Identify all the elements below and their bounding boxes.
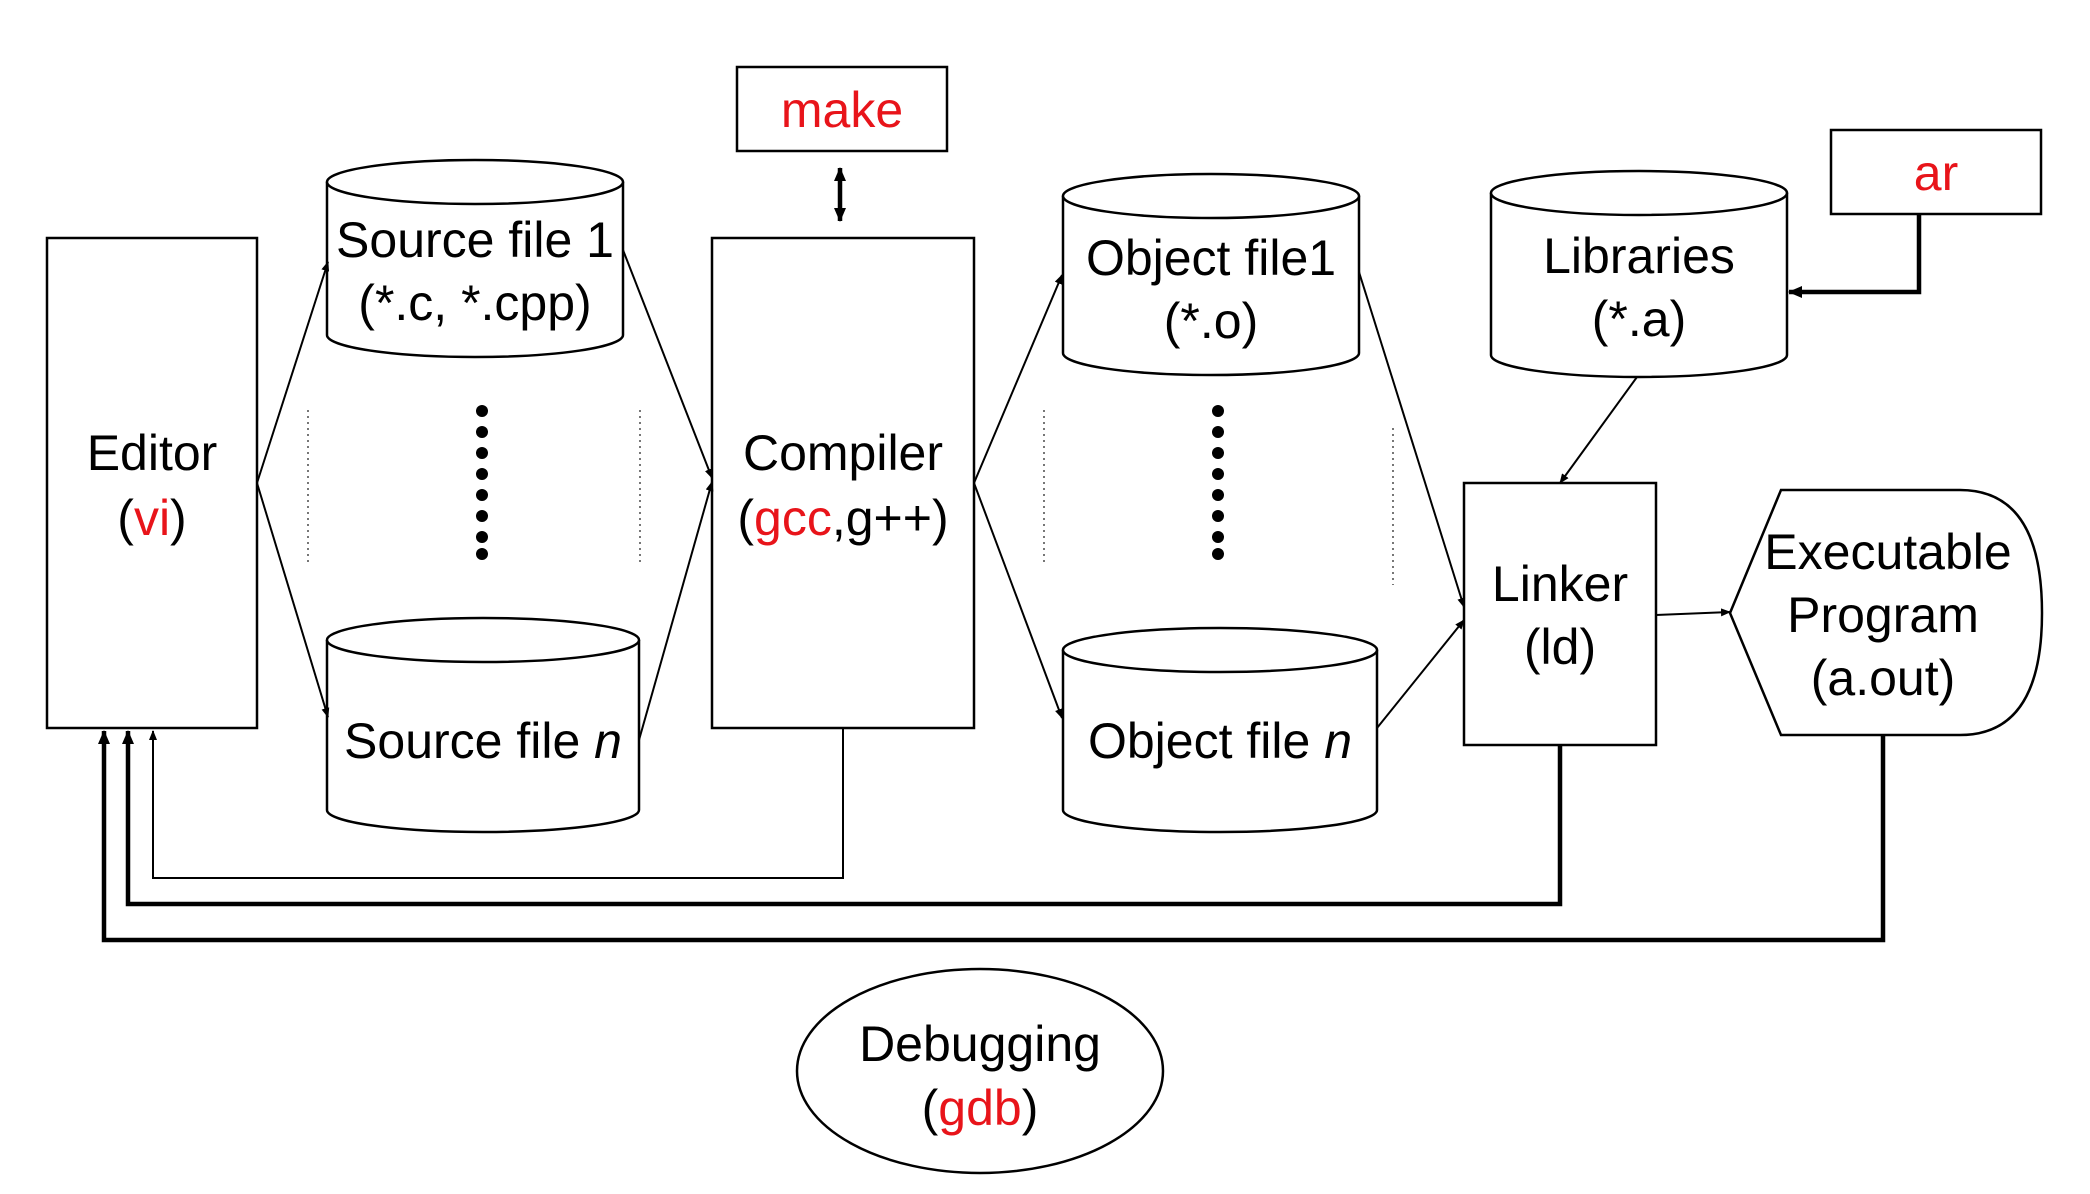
debugging-label: Debugging [859,1016,1101,1072]
program-label: Program [1787,587,1979,643]
source-file-1-ext: (*.c, *.cpp) [358,275,591,331]
object-file-1-ext: (*.o) [1164,293,1258,349]
editor-box: Editor (vi) [45,236,259,730]
compiler-label: Compiler [743,425,943,481]
object-file-1-cylinder: Object file1 (*.o) [1061,172,1361,377]
ellipsis-dots [1212,405,1224,560]
debugging-tool: (gdb) [922,1080,1039,1136]
object-file-n-cylinder: Object file n [1061,626,1379,834]
editor-tool: (vi) [117,490,186,546]
arrow-ar-to-libraries [1788,214,1922,298]
libraries-ext: (*.a) [1592,291,1686,347]
feedback-linker-to-editor [122,730,1563,907]
source-file-n-cylinder: Source file n [325,616,641,834]
arrow-editor-to-source-1 [256,261,330,484]
source-file-n-label: Source file n [344,713,622,769]
linker-tool: (ld) [1524,619,1596,675]
make-label: make [781,82,903,138]
debugging-ellipse: Debugging (gdb) [795,967,1165,1175]
ellipsis-dots [476,405,488,560]
compiler-box: Compiler (gcc,g++) [710,236,976,730]
arrow-compiler-to-object-1 [973,274,1063,484]
source-file-1-label: Source file 1 [336,212,614,268]
editor-label: Editor [87,425,218,481]
arrow-linker-to-executable [1655,608,1731,617]
arrow-libraries-to-linker [1559,376,1638,484]
object-file-1-label: Object file1 [1086,230,1336,286]
feedback-compiler-to-editor [149,728,844,879]
linker-label: Linker [1492,556,1628,612]
compiler-tool: (gcc,g++) [737,490,948,546]
arrow-object-1-to-linker [1358,271,1466,608]
arrow-object-n-to-linker [1376,619,1465,729]
make-box: make [735,65,949,153]
object-file-n-label: Object file n [1088,713,1352,769]
source-file-1-cylinder: Source file 1 (*.c, *.cpp) [325,158,625,359]
libraries-label: Libraries [1543,228,1735,284]
executable-program-shape: Executable Program (a.out) [1728,488,2044,737]
ar-box: ar [1829,128,2043,216]
arrow-source-n-to-compiler [638,481,714,741]
arrow-source-1-to-compiler [622,249,713,479]
executable-file-label: (a.out) [1811,650,1956,706]
arrow-compiler-to-object-n [973,482,1063,719]
executable-label: Executable [1764,524,2011,580]
arrow-editor-to-source-n [256,482,330,718]
libraries-cylinder: Libraries (*.a) [1489,169,1789,379]
ar-label: ar [1914,145,1958,201]
linker-box: Linker (ld) [1462,481,1658,747]
feedback-executable-to-editor [98,730,1886,943]
